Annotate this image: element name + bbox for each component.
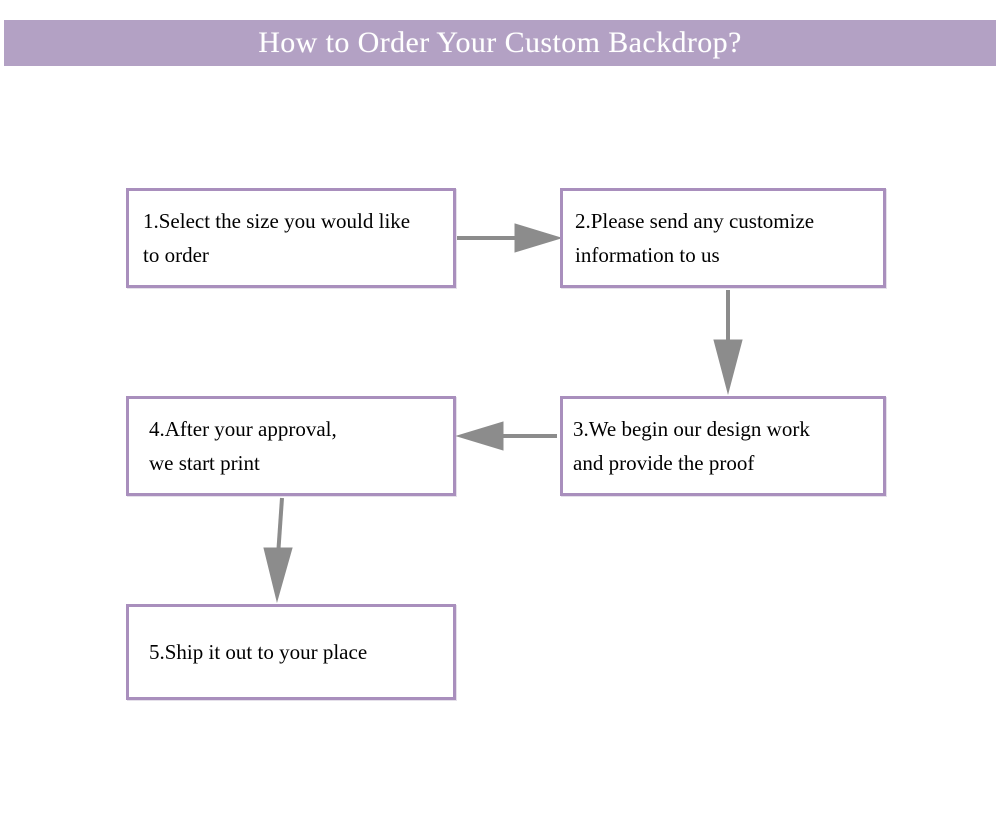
step-1-select-size[interactable]: 1.Select the size you would like to orde… <box>126 188 456 288</box>
step-2-label: 2.Please send any customize information … <box>575 209 815 267</box>
step-4-after-approval-print[interactable]: 4.After your approval, we start print <box>126 396 456 496</box>
arrow-step4-to-step5 <box>263 497 293 603</box>
step-5-ship-out[interactable]: 5.Ship it out to your place <box>126 604 456 700</box>
header-banner: How to Order Your Custom Backdrop? <box>4 20 996 66</box>
arrow-step1-to-step2 <box>457 223 563 253</box>
step-4-label: 4.After your approval, we start print <box>149 417 337 475</box>
step-2-send-customize-info[interactable]: 2.Please send any customize information … <box>560 188 886 288</box>
arrow-step2-to-step3 <box>713 290 743 395</box>
arrow-step3-to-step4 <box>455 421 557 451</box>
step-3-label: 3.We begin our design work and provide t… <box>573 417 810 475</box>
step-5-label: 5.Ship it out to your place <box>149 640 368 664</box>
step-1-label: 1.Select the size you would like to orde… <box>143 209 411 267</box>
step-3-design-work-proof[interactable]: 3.We begin our design work and provide t… <box>560 396 886 496</box>
page-title: How to Order Your Custom Backdrop? <box>258 26 742 59</box>
